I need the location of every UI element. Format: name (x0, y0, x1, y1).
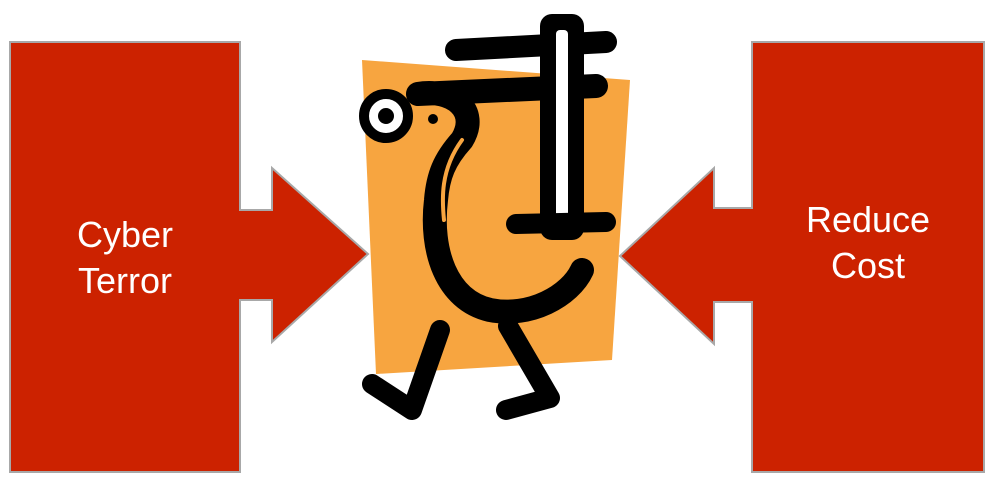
clamp-screw-pad (516, 222, 606, 224)
left-arrow-label-line-1: Cyber (10, 212, 240, 258)
clamp-pupil (378, 108, 394, 124)
left-arrow-label: Cyber Terror (10, 212, 240, 304)
walking-clamp-icon (330, 0, 650, 483)
left-arrow-label-line-2: Terror (10, 258, 240, 304)
clamp-screw-inner (556, 30, 568, 226)
right-arrow-label-line-1: Reduce (752, 197, 984, 243)
clamp-nostril (428, 114, 438, 124)
right-arrow-label-line-2: Cost (752, 243, 984, 289)
right-arrow-label: Reduce Cost (752, 197, 984, 289)
